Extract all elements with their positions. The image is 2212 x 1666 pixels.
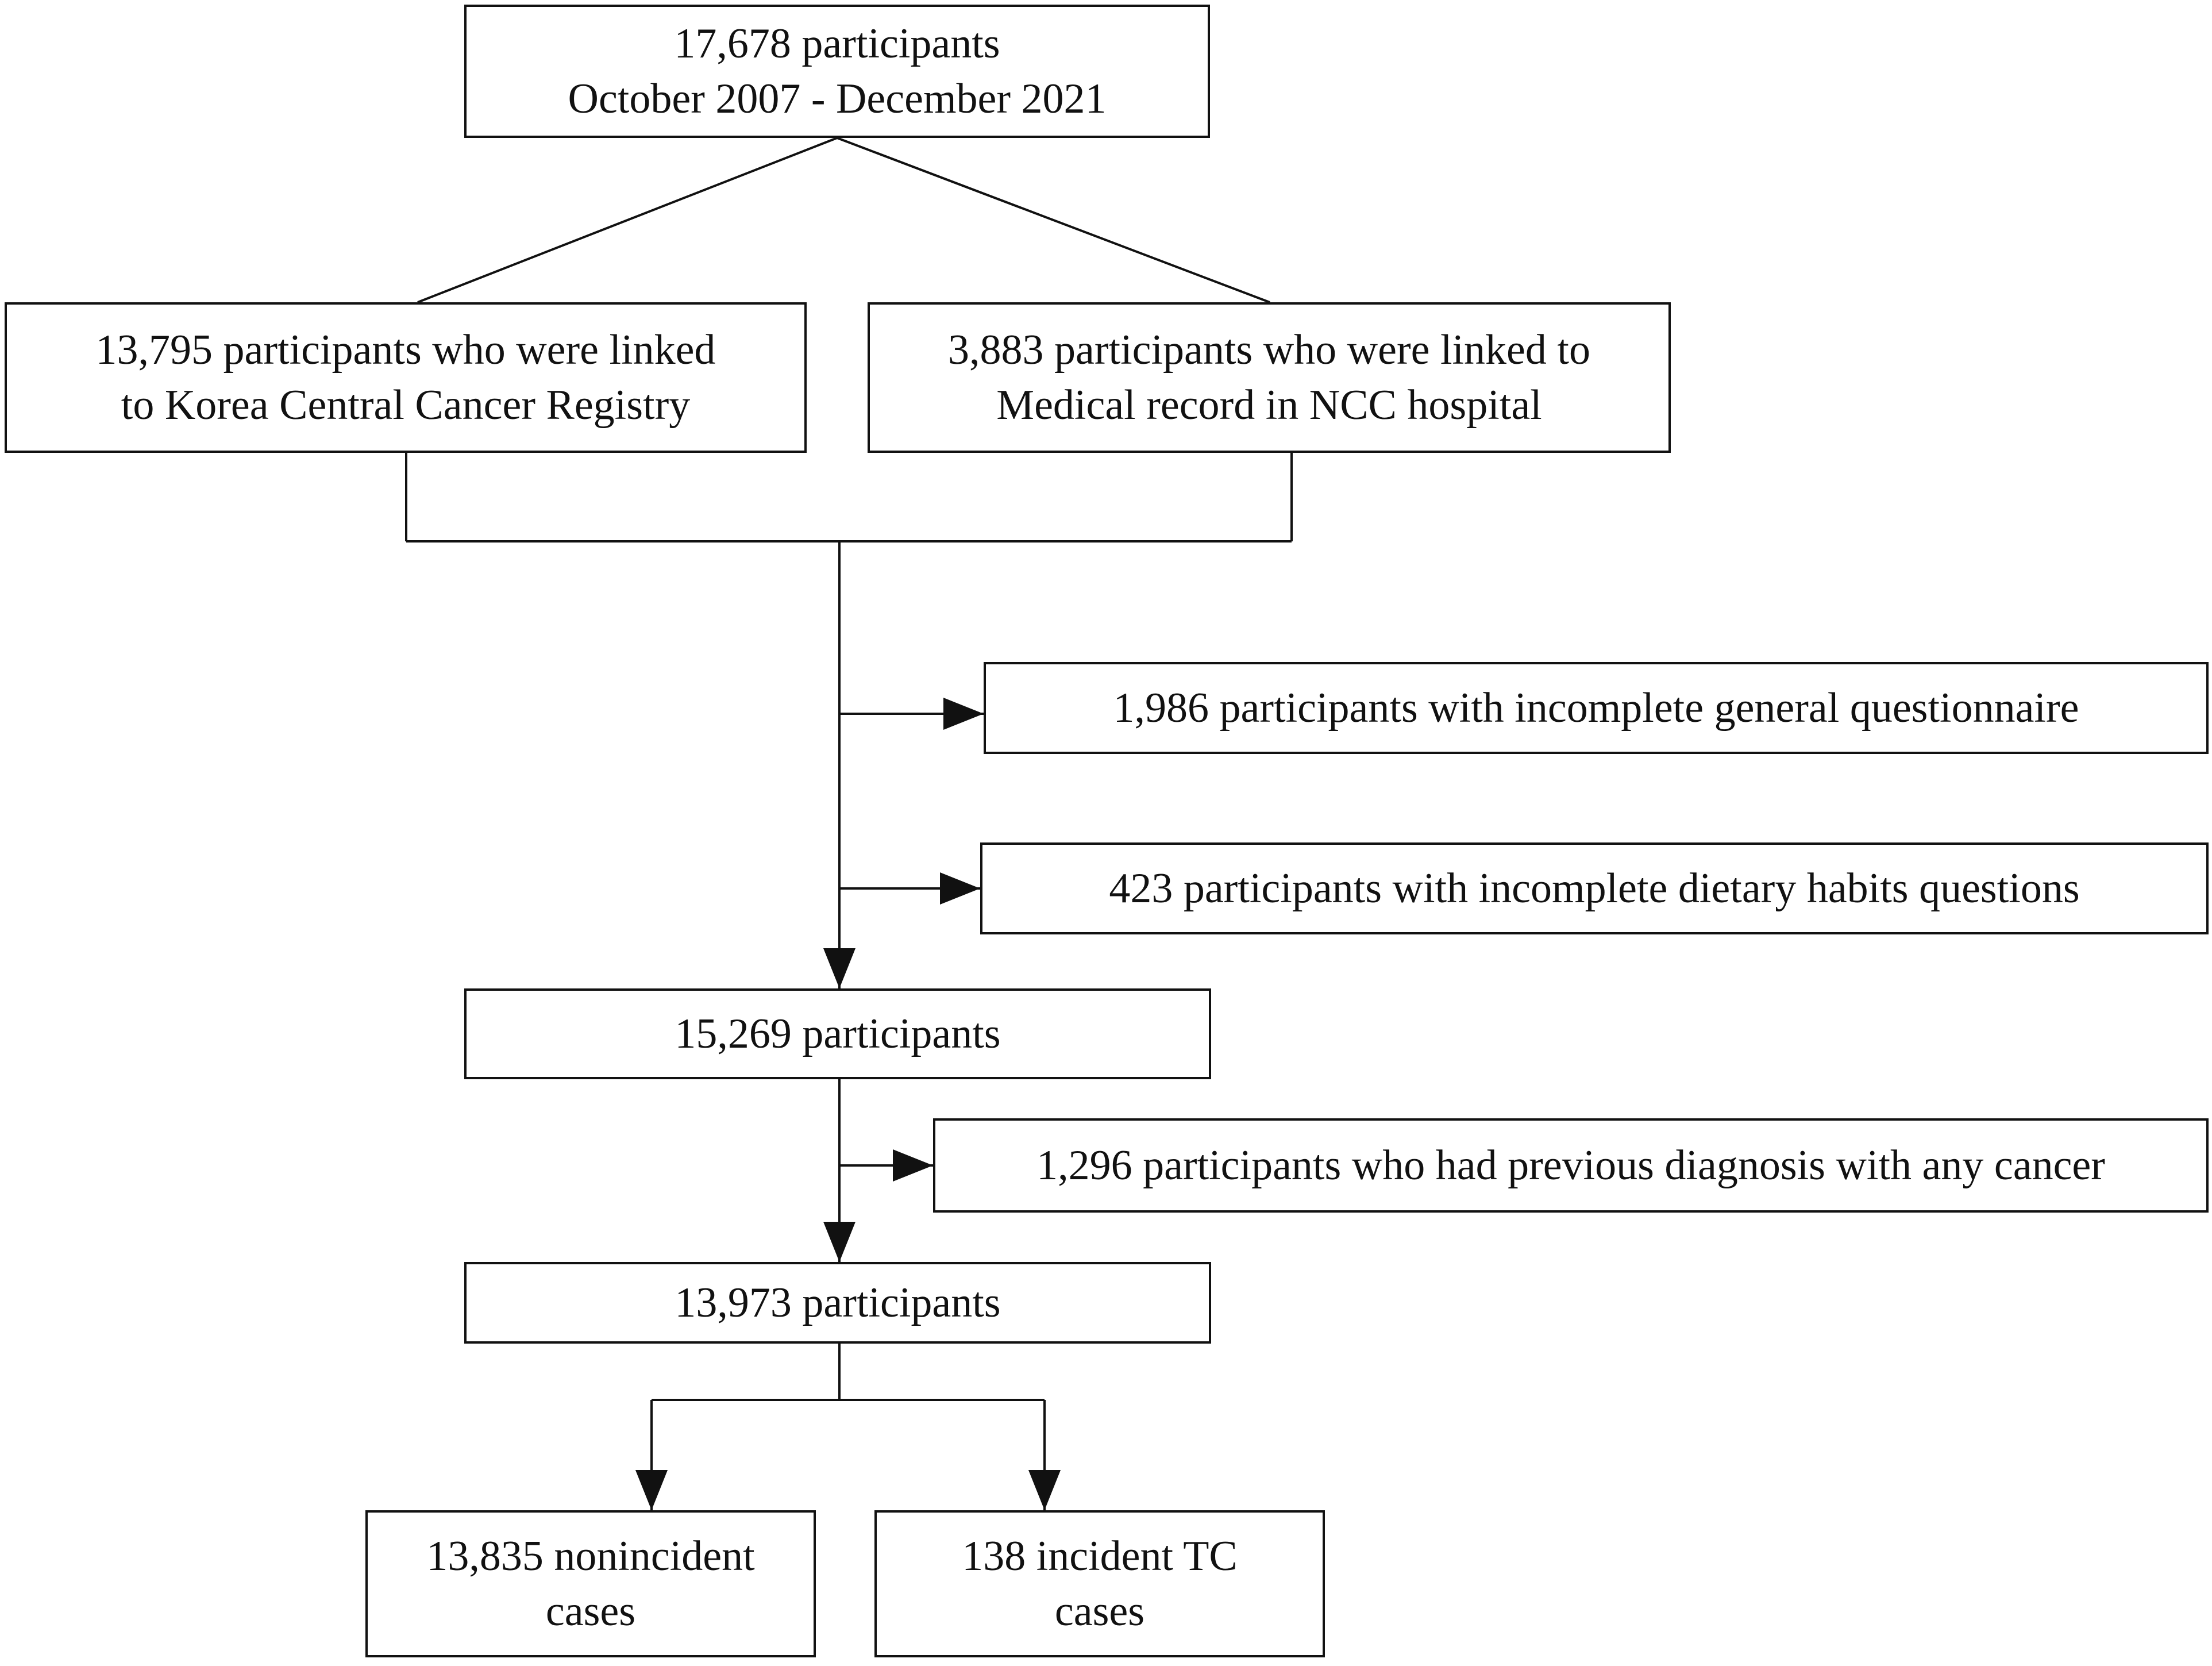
node-ncc-linked-line1: 3,883 participants who were linked to: [948, 326, 1590, 374]
node-ncc-linked: 3,883 participants who were linked to Me…: [868, 302, 1671, 453]
node-total-participants-line2: October 2007 - December 2021: [568, 75, 1107, 122]
node-exclusion-previous-cancer: 1,296 participants who had previous diag…: [933, 1118, 2209, 1213]
node-kccr-linked-line1: 13,795 participants who were linked: [95, 326, 716, 374]
node-exclusion-general-questionnaire: 1,986 participants with incomplete gener…: [984, 662, 2209, 754]
node-exclusion-dietary-habits: 423 participants with incomplete dietary…: [980, 842, 2209, 934]
node-kccr-linked-line2: to Korea Central Cancer Registry: [121, 382, 691, 429]
node-kccr-linked: 13,795 participants who were linked to K…: [5, 302, 807, 453]
node-final-cohort: 13,973 participants: [464, 1262, 1211, 1344]
node-total-participants-line1: 17,678 participants: [674, 20, 1000, 67]
node-after-exclusions-text: 15,269 participants: [675, 1010, 1001, 1057]
node-incident-tc-cases-line1: 138 incident TC: [962, 1533, 1238, 1580]
node-incident-tc-cases-line2: cases: [1054, 1588, 1145, 1635]
node-after-exclusions: 15,269 participants: [464, 988, 1211, 1079]
edge-top-to-ncc: [837, 137, 1270, 303]
node-exclusion-general-questionnaire-text: 1,986 participants with incomplete gener…: [1113, 684, 2079, 732]
node-exclusion-previous-cancer-text: 1,296 participants who had previous diag…: [1036, 1142, 2105, 1189]
node-nonincident-cases-line2: cases: [545, 1588, 636, 1635]
edge-top-to-kccr: [417, 137, 838, 303]
node-incident-tc-cases: 138 incident TC cases: [874, 1510, 1325, 1657]
node-nonincident-cases-line1: 13,835 nonincident: [426, 1533, 755, 1580]
node-total-participants: 17,678 participants October 2007 - Decem…: [464, 5, 1210, 138]
node-ncc-linked-line2: Medical record in NCC hospital: [996, 382, 1542, 429]
node-final-cohort-text: 13,973 participants: [675, 1279, 1001, 1326]
node-exclusion-dietary-habits-text: 423 participants with incomplete dietary…: [1109, 865, 2080, 912]
node-nonincident-cases: 13,835 nonincident cases: [365, 1510, 816, 1657]
